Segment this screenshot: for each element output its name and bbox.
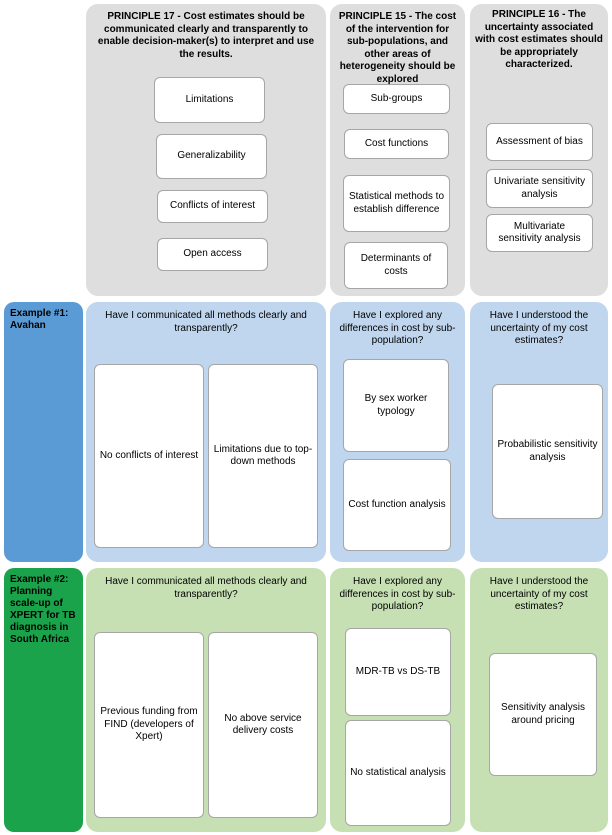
p17-item-generalizability: Generalizability — [156, 134, 267, 179]
example-2-answer-sensitivity-pricing: Sensitivity analysis around pricing — [489, 653, 597, 776]
example-2-question-17: Have I communicated all methods clearly … — [105, 576, 307, 600]
example-2-answer-no-statistical: No statistical analysis — [345, 720, 451, 826]
p15-item-cost-functions: Cost functions — [344, 129, 449, 159]
example-1-answer-sex-worker: By sex worker typology — [343, 359, 449, 452]
p16-item-multivariate: Multivariate sensitivity analysis — [486, 214, 593, 252]
p17-item-limitations: Limitations — [154, 77, 265, 123]
p16-item-univariate: Univariate sensitivity analysis — [486, 169, 593, 208]
example-1-answer-conflicts: No conflicts of interest — [94, 364, 204, 548]
p17-item-conflicts: Conflicts of interest — [157, 190, 268, 223]
example-2-question-15: Have I explored any differences in cost … — [339, 576, 456, 612]
p15-item-statistical-methods: Statistical methods to establish differe… — [343, 175, 450, 232]
example-1-answer-probabilistic: Probabilistic sensitivity analysis — [492, 384, 603, 519]
example-2-answer-mdr-ds-tb: MDR-TB vs DS-TB — [345, 628, 451, 716]
p15-item-subgroups: Sub-groups — [343, 84, 450, 114]
principle-15-title: PRINCIPLE 15 - The cost of the intervent… — [338, 11, 457, 85]
example-2-answer-no-above-service: No above service delivery costs — [208, 632, 318, 818]
p15-item-determinants: Determinants of costs — [344, 242, 448, 289]
example-1-label: Example #1: Avahan — [4, 302, 83, 562]
principle-16-title: PRINCIPLE 16 - The uncertainty associate… — [475, 9, 603, 70]
example-1-question-17: Have I communicated all methods clearly … — [105, 310, 307, 334]
example-2-question-16: Have I understood the uncertainty of my … — [489, 576, 589, 612]
example-2-label: Example #2: Planning scale-up of XPERT f… — [4, 568, 83, 832]
example-1-answer-cost-function: Cost function analysis — [343, 459, 451, 551]
p17-item-open-access: Open access — [157, 238, 268, 271]
principle-17-title: PRINCIPLE 17 - Cost estimates should be … — [97, 11, 315, 60]
example-2-answer-previous-funding: Previous funding from FIND (developers o… — [94, 632, 204, 818]
example-1-question-15: Have I explored any differences in cost … — [339, 310, 456, 346]
example-1-question-16: Have I understood the uncertainty of my … — [489, 310, 589, 346]
p16-item-bias: Assessment of bias — [486, 123, 593, 161]
example-1-answer-limitations: Limitations due to top-down methods — [208, 364, 318, 548]
